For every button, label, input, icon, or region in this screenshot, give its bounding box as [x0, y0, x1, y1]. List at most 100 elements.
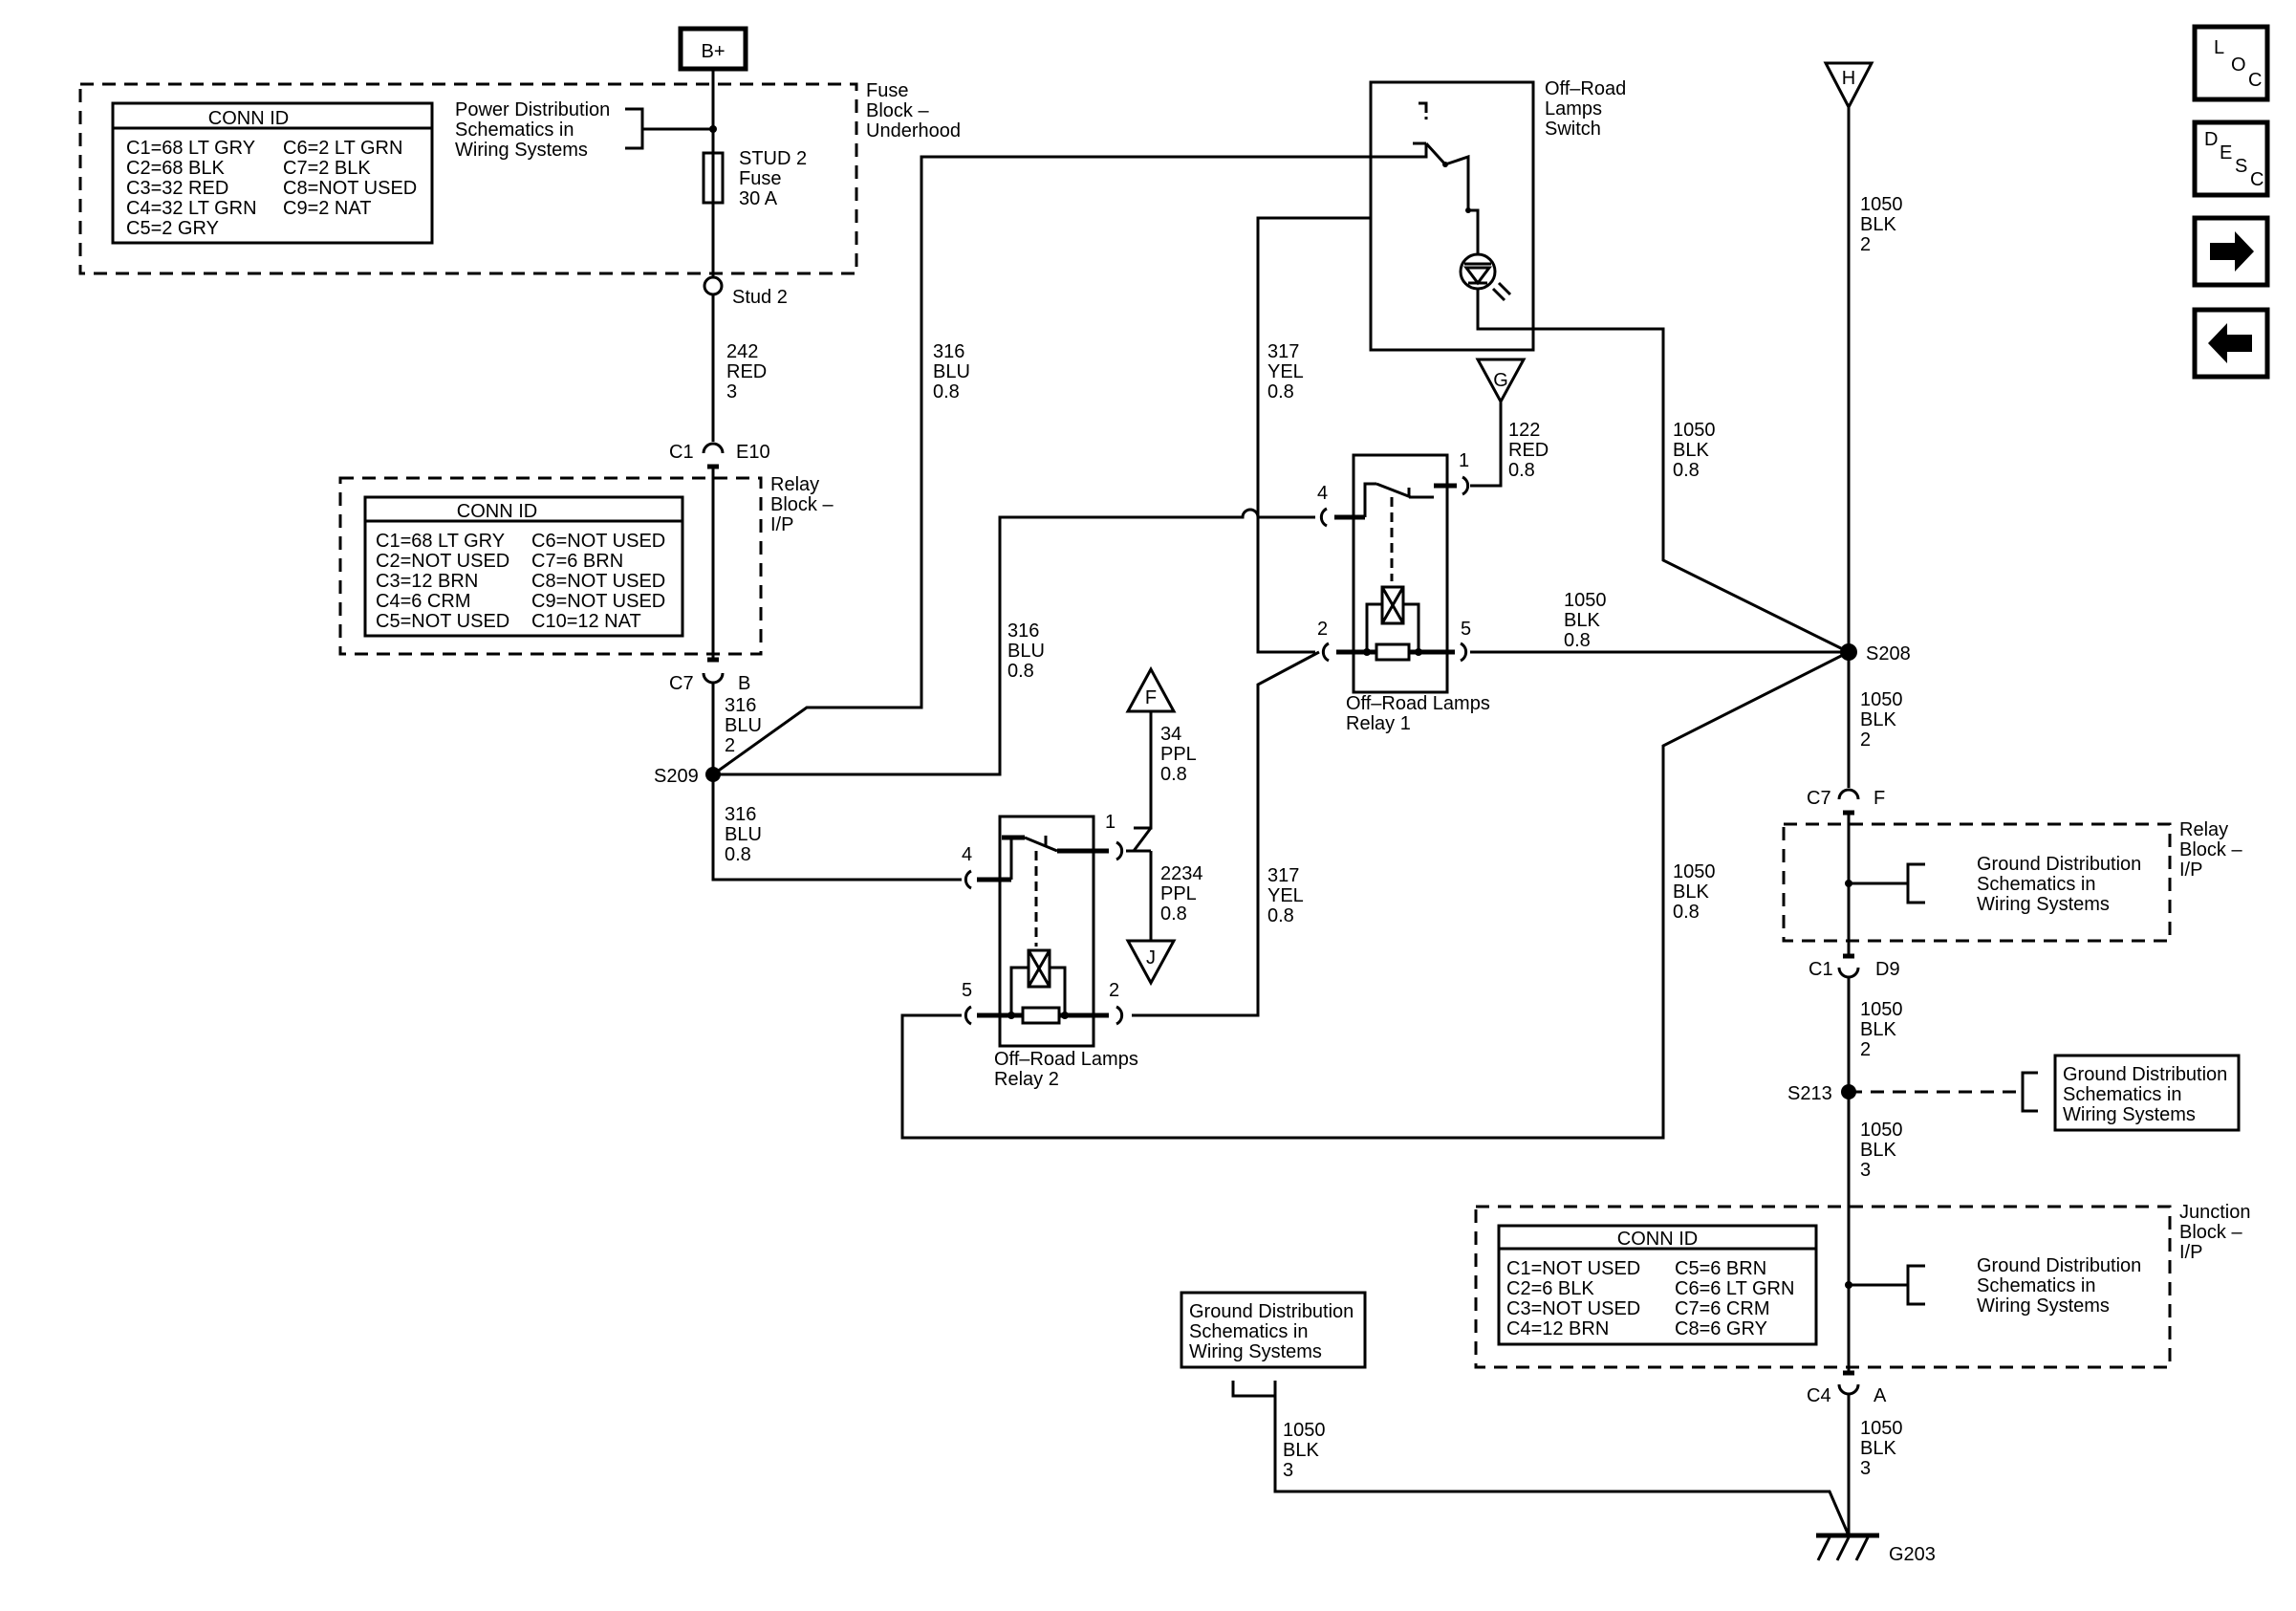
svg-text:2: 2: [1860, 729, 1871, 751]
svg-text:C1=NOT USED: C1=NOT USED: [1506, 1258, 1640, 1279]
switch-indicator-led-icon: [1459, 252, 1512, 302]
svg-text:0.8: 0.8: [933, 381, 960, 403]
svg-text:BLK: BLK: [1860, 1140, 1896, 1161]
svg-text:316: 316: [725, 695, 756, 716]
connector-j-triangle[interactable]: [1125, 939, 1177, 987]
svg-text:C7=6 CRM: C7=6 CRM: [1675, 1298, 1769, 1319]
wire-1050-blk-s213-label: 1050 BLK 3: [1860, 1120, 1903, 1181]
svg-text:BLK: BLK: [1673, 440, 1709, 461]
svg-text:C2=NOT USED: C2=NOT USED: [376, 551, 509, 572]
ground-distribution-reference-s213[interactable]: Ground Distribution Schematics in Wiring…: [2021, 1054, 2241, 1132]
svg-text:S: S: [2235, 156, 2247, 177]
junction-block-conn-id-table: CONN ID C1=NOT USED C2=6 BLK C3=NOT USED…: [1497, 1224, 1818, 1346]
svg-text:C1=68 LT GRY: C1=68 LT GRY: [376, 531, 505, 552]
wire-1050-blk-d9-label: 1050 BLK 2: [1860, 999, 1903, 1060]
connector-c7-f: C7 F: [1807, 788, 1885, 816]
svg-text:I/P: I/P: [2179, 860, 2202, 881]
ground-g203-icon: [1816, 1533, 1879, 1561]
svg-text:0.8: 0.8: [1564, 630, 1591, 651]
svg-text:BLK: BLK: [1283, 1440, 1319, 1461]
svg-text:0.8: 0.8: [1160, 903, 1187, 925]
svg-text:BLK: BLK: [1564, 610, 1600, 631]
svg-text:C3=32 RED: C3=32 RED: [126, 178, 228, 199]
svg-text:Block –: Block –: [2179, 1222, 2242, 1243]
svg-text:C4=6 CRM: C4=6 CRM: [376, 591, 470, 612]
svg-text:Wiring Systems: Wiring Systems: [1977, 894, 2110, 915]
svg-text:Ground Distribution: Ground Distribution: [2063, 1064, 2227, 1085]
svg-text:4: 4: [962, 844, 972, 865]
splice-s208-label: S208: [1866, 643, 1911, 664]
svg-text:0.8: 0.8: [1673, 460, 1700, 481]
wire-316-blu-switch-label: 316 BLU 0.8: [933, 341, 970, 403]
loc-button[interactable]: L O C: [2192, 24, 2270, 102]
svg-text:2: 2: [1860, 234, 1871, 255]
relay-block-ip-lower-label: Relay Block – I/P: [2179, 819, 2242, 881]
svg-text:34: 34: [1160, 724, 1181, 745]
svg-text:BLK: BLK: [1860, 214, 1896, 235]
svg-text:C7: C7: [1807, 788, 1831, 809]
ground-g203-label: G203: [1889, 1544, 1936, 1565]
svg-text:Fuse: Fuse: [866, 80, 908, 101]
svg-text:C1=68 LT GRY: C1=68 LT GRY: [126, 138, 255, 159]
desc-button[interactable]: D E S C: [2192, 120, 2270, 198]
svg-text:C5=NOT USED: C5=NOT USED: [376, 611, 509, 632]
svg-text:C6=NOT USED: C6=NOT USED: [531, 531, 665, 552]
wire-1050-blk-top-label: 1050 BLK 2: [1860, 194, 1903, 255]
svg-text:Power Distribution: Power Distribution: [455, 99, 610, 120]
svg-text:4: 4: [1317, 483, 1328, 504]
svg-text:1050: 1050: [1860, 194, 1903, 215]
svg-text:Off–Road: Off–Road: [1545, 78, 1626, 99]
power-distribution-reference[interactable]: Power Distribution Schematics in Wiring …: [455, 99, 713, 161]
connector-c4-a: C4 A: [1807, 1370, 1887, 1406]
svg-text:30 A: 30 A: [739, 188, 778, 209]
svg-text:C3=NOT USED: C3=NOT USED: [1506, 1298, 1640, 1319]
svg-text:BLU: BLU: [725, 824, 762, 845]
svg-text:C9=NOT USED: C9=NOT USED: [531, 591, 665, 612]
svg-text:1050: 1050: [1673, 420, 1716, 441]
arrow-right-icon: [2210, 231, 2254, 272]
svg-text:316: 316: [1007, 620, 1039, 642]
svg-text:2: 2: [1317, 619, 1328, 640]
wire-316-blu-relay2-label: 316 BLU 0.8: [725, 804, 762, 865]
svg-text:C9=2 NAT: C9=2 NAT: [283, 198, 371, 219]
svg-text:1050: 1050: [1673, 861, 1716, 882]
off-road-lamps-switch[interactable]: [1369, 80, 1535, 352]
svg-text:C4: C4: [1807, 1385, 1831, 1406]
previous-page-button[interactable]: [2192, 307, 2270, 380]
svg-text:1: 1: [1105, 812, 1116, 833]
svg-text:316: 316: [725, 804, 756, 825]
svg-text:C8=NOT USED: C8=NOT USED: [283, 178, 417, 199]
svg-text:Lamps: Lamps: [1545, 98, 1602, 120]
svg-text:1: 1: [1459, 450, 1469, 471]
fuse-block-conn-id-table: CONN ID C1=68 LT GRY C2=68 BLK C3=32 RED…: [111, 101, 434, 245]
off-road-lamps-relay-2: [998, 815, 1095, 1048]
svg-text:316: 316: [933, 341, 964, 362]
svg-text:3: 3: [1283, 1460, 1293, 1481]
ground-distribution-reference-left[interactable]: Ground Distribution Schematics in Wiring…: [1180, 1291, 1367, 1398]
svg-text:I/P: I/P: [770, 514, 793, 535]
stud-2-label: Stud 2: [732, 287, 788, 308]
svg-text:3: 3: [726, 381, 737, 403]
svg-text:0.8: 0.8: [725, 844, 751, 865]
svg-text:0.8: 0.8: [1267, 905, 1294, 926]
svg-text:3: 3: [1860, 1160, 1871, 1181]
connector-c1-d9: C1 D9: [1809, 953, 1900, 980]
connector-h-triangle[interactable]: [1823, 61, 1874, 111]
svg-text:Ground Distribution: Ground Distribution: [1977, 854, 2141, 875]
svg-text:I/P: I/P: [2179, 1242, 2202, 1263]
relay-block-conn-id-table: CONN ID C1=68 LT GRY C2=NOT USED C3=12 B…: [363, 495, 684, 638]
svg-text:0.8: 0.8: [1673, 902, 1700, 923]
svg-text:1050: 1050: [1860, 999, 1903, 1020]
svg-text:C7=6 BRN: C7=6 BRN: [531, 551, 623, 572]
svg-text:BLK: BLK: [1860, 709, 1896, 730]
svg-text:Off–Road Lamps: Off–Road Lamps: [994, 1049, 1138, 1070]
svg-text:Ground Distribution: Ground Distribution: [1189, 1301, 1354, 1322]
svg-text:Wiring Systems: Wiring Systems: [1189, 1341, 1322, 1362]
next-page-button[interactable]: [2192, 215, 2270, 288]
svg-text:BLU: BLU: [933, 361, 970, 382]
ground-distribution-reference-junction-block[interactable]: Ground Distribution Schematics in Wiring…: [1849, 1255, 2141, 1317]
connector-g-triangle[interactable]: [1475, 358, 1527, 405]
svg-text:2234: 2234: [1160, 863, 1203, 884]
ground-distribution-reference-relay-block[interactable]: Ground Distribution Schematics in Wiring…: [1849, 854, 2141, 915]
